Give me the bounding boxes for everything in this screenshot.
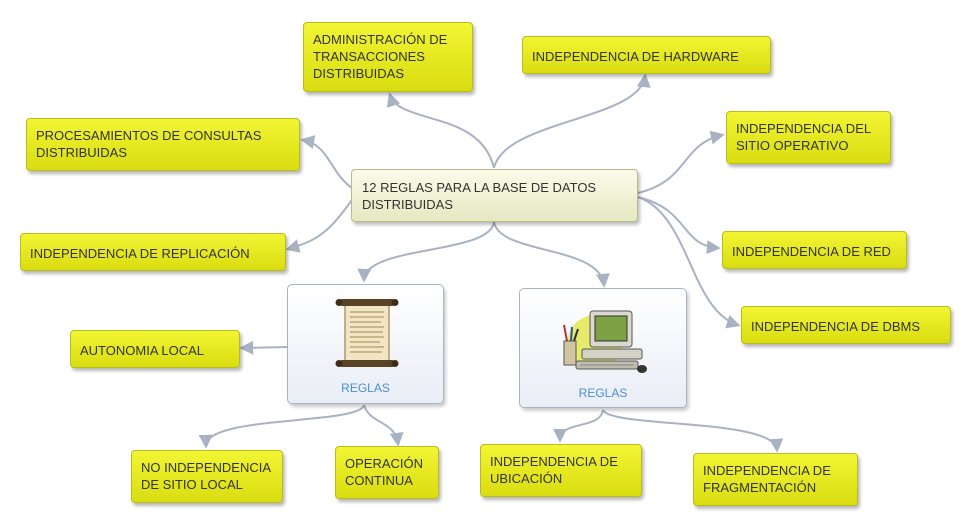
link-dbms — [637, 196, 741, 329]
link-replicacion — [285, 199, 353, 253]
link-admin-transacciones — [386, 92, 495, 169]
node-label: NO INDEPENDENCIA DE SITIO LOCAL — [141, 460, 272, 492]
link-fragmentacion — [602, 409, 784, 453]
node-indep-ubicacion[interactable]: INDEPENDENCIA DE UBICACIÓN — [480, 444, 642, 497]
node-label: INDEPENDENCIA DE UBICACIÓN — [490, 454, 618, 486]
node-label: INDEPENDENCIA DE REPLICACIÓN — [30, 246, 250, 261]
card-reglas-scroll[interactable]: REGLAS — [287, 284, 444, 404]
node-procesamiento-consultas[interactable]: PROCESAMIENTOS DE CONSULTAS DISTRIBUIDAS — [26, 118, 300, 171]
node-label: PROCESAMIENTOS DE CONSULTAS DISTRIBUIDAS — [36, 128, 262, 160]
link-ubicacion — [553, 409, 604, 443]
link-no-indep — [198, 404, 365, 449]
computer-icon — [563, 310, 647, 373]
card-reglas-computer[interactable]: REGLAS — [519, 288, 687, 408]
node-label: INDEPENDENCIA DEL SITIO OPERATIVO — [736, 121, 872, 153]
node-label: INDEPENDENCIA DE FRAGMENTACIÓN — [703, 463, 831, 495]
node-indep-sitio-operativo[interactable]: INDEPENDENCIA DEL SITIO OPERATIVO — [726, 111, 891, 164]
node-indep-replicacion[interactable]: INDEPENDENCIA DE REPLICACIÓN — [20, 233, 286, 271]
link-reglas-left — [357, 221, 495, 283]
root-node[interactable]: 12 REGLAS PARA LA BASE DE DATOS DISTRIBU… — [351, 169, 638, 222]
link-indep-hardware — [493, 73, 651, 169]
link-reglas-right — [493, 221, 610, 288]
link-red — [637, 196, 721, 255]
link-procesamiento — [300, 135, 356, 191]
link-sitio-operativo — [637, 130, 725, 194]
node-indep-red[interactable]: INDEPENDENCIA DE RED — [722, 231, 907, 269]
node-indep-dbms[interactable]: INDEPENDENCIA DE DBMS — [741, 306, 951, 344]
node-label: OPERACIÓN CONTINUA — [345, 456, 424, 488]
card-caption: REGLAS — [578, 386, 628, 400]
card-caption: REGLAS — [341, 381, 390, 395]
node-label: INDEPENDENCIA DE DBMS — [751, 319, 921, 334]
node-indep-fragmentacion[interactable]: INDEPENDENCIA DE FRAGMENTACIÓN — [693, 453, 858, 506]
node-label: AUTONOMIA LOCAL — [80, 343, 205, 358]
link-operacion — [363, 404, 404, 447]
node-operacion-continua[interactable]: OPERACIÓN CONTINUA — [335, 446, 439, 499]
node-admin-transacciones[interactable]: ADMINISTRACIÓN DE TRANSACCIONES DISTRIBU… — [303, 22, 473, 92]
link-autonomia — [239, 340, 289, 355]
node-autonomia-local[interactable]: AUTONOMIA LOCAL — [70, 330, 240, 368]
root-node-label: 12 REGLAS PARA LA BASE DE DATOS DISTRIBU… — [362, 180, 597, 212]
node-indep-hardware[interactable]: INDEPENDENCIA DE HARDWARE — [522, 36, 771, 74]
scroll-icon — [335, 299, 399, 367]
node-label: INDEPENDENCIA DE HARDWARE — [532, 49, 739, 64]
node-label: ADMINISTRACIÓN DE TRANSACCIONES DISTRIBU… — [313, 32, 448, 81]
node-no-indep-sitio-local[interactable]: NO INDEPENDENCIA DE SITIO LOCAL — [131, 450, 283, 503]
node-label: INDEPENDENCIA DE RED — [732, 244, 891, 259]
